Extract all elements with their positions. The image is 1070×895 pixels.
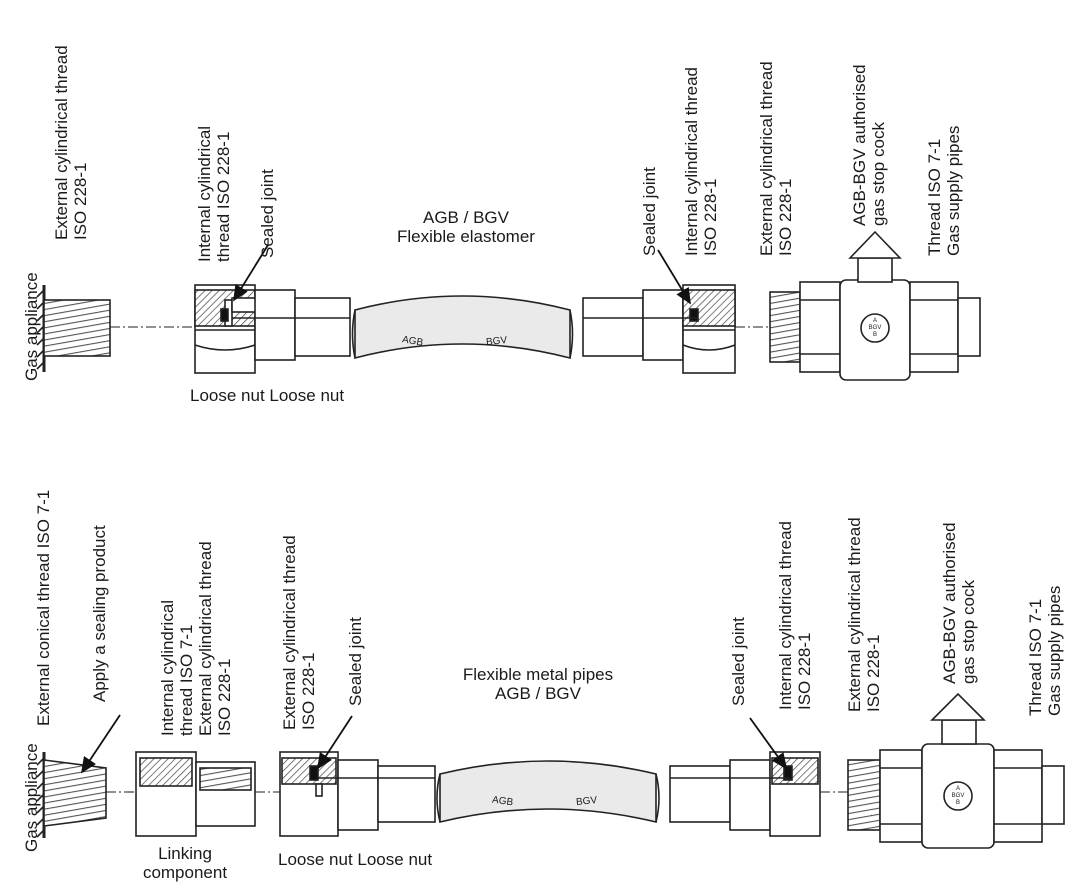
top-label-loose-nut: Loose nut Loose nut	[190, 386, 345, 405]
top-valve	[769, 230, 981, 381]
bottom-label-hose-title: Flexible metal pipes AGB / BGV	[462, 665, 614, 703]
top-label-stop-cock: AGB-BGV authorised gas stop cock	[850, 64, 888, 226]
bottom-label-gas-appliance: Gas appliance	[22, 743, 41, 852]
bottom-assembly	[36, 692, 1065, 849]
bottom-label-external-conical-thread: External conical thread ISO 7-1	[34, 489, 53, 726]
bottom-linking-component	[135, 751, 256, 837]
bottom-hose	[436, 760, 660, 824]
bottom-label-external-cylindrical-thread-left: External cylindrical thread ISO 228-1	[280, 535, 318, 730]
top-label-hose-title: AGB / BGV Flexible elastomer	[397, 208, 535, 246]
top-right-nut	[582, 284, 736, 374]
bottom-left-nut	[279, 751, 436, 837]
bottom-label-external-cylindrical-thread-right: External cylindrical thread ISO 228-1	[845, 517, 883, 712]
bottom-appliance-wall	[36, 752, 107, 838]
bottom-label-thread-supply: Thread ISO 7-1 Gas supply pipes	[1026, 585, 1064, 716]
bottom-label-loose-nut: Loose nut Loose nut	[278, 850, 433, 869]
top-label-sealed-joint-left: Sealed joint	[258, 169, 277, 258]
bottom-valve-badge: A BGV B	[951, 786, 965, 806]
top-left-nut	[194, 284, 351, 374]
top-appliance-wall	[36, 285, 111, 372]
bottom-label-stop-cock: AGB-BGV authorised gas stop cock	[940, 522, 978, 684]
bottom-hose-bgv: BGV	[575, 794, 598, 809]
top-hose-bgv: BGV	[485, 334, 508, 349]
bottom-label-linking-component: Linking component	[142, 844, 228, 882]
top-label-thread-supply: Thread ISO 7-1 Gas supply pipes	[925, 125, 963, 256]
bottom-right-nut	[669, 751, 821, 837]
bottom-label-sealed-joint-right: Sealed joint	[729, 617, 748, 706]
top-label-external-cylindrical-thread-right: External cylindrical thread ISO 228-1	[757, 61, 795, 256]
bottom-label-apply-sealing-product: Apply a sealing product	[90, 525, 109, 702]
top-label-internal-cylindrical-thread-right: Internal cylindrical thread ISO 228-1	[682, 67, 720, 256]
top-hose	[351, 295, 574, 360]
top-label-sealed-joint-right: Sealed joint	[640, 167, 659, 256]
top-assembly	[36, 230, 981, 381]
bottom-valve	[847, 692, 1065, 849]
top-label-gas-appliance: Gas appliance	[22, 272, 41, 381]
bottom-label-sealed-joint-left: Sealed joint	[346, 617, 365, 706]
bottom-label-internal-cylindrical-iso71: Internal cylindrical thread ISO 7-1 Exte…	[158, 541, 234, 736]
top-label-external-cylindrical-thread: External cylindrical thread ISO 228-1	[52, 45, 90, 240]
bottom-label-internal-cylindrical-thread-right: Internal cylindrical thread ISO 228-1	[776, 521, 814, 710]
top-valve-badge: A BGV B	[868, 318, 882, 338]
top-label-internal-cylindrical-thread: Internal cylindrical thread ISO 228-1	[195, 125, 233, 262]
